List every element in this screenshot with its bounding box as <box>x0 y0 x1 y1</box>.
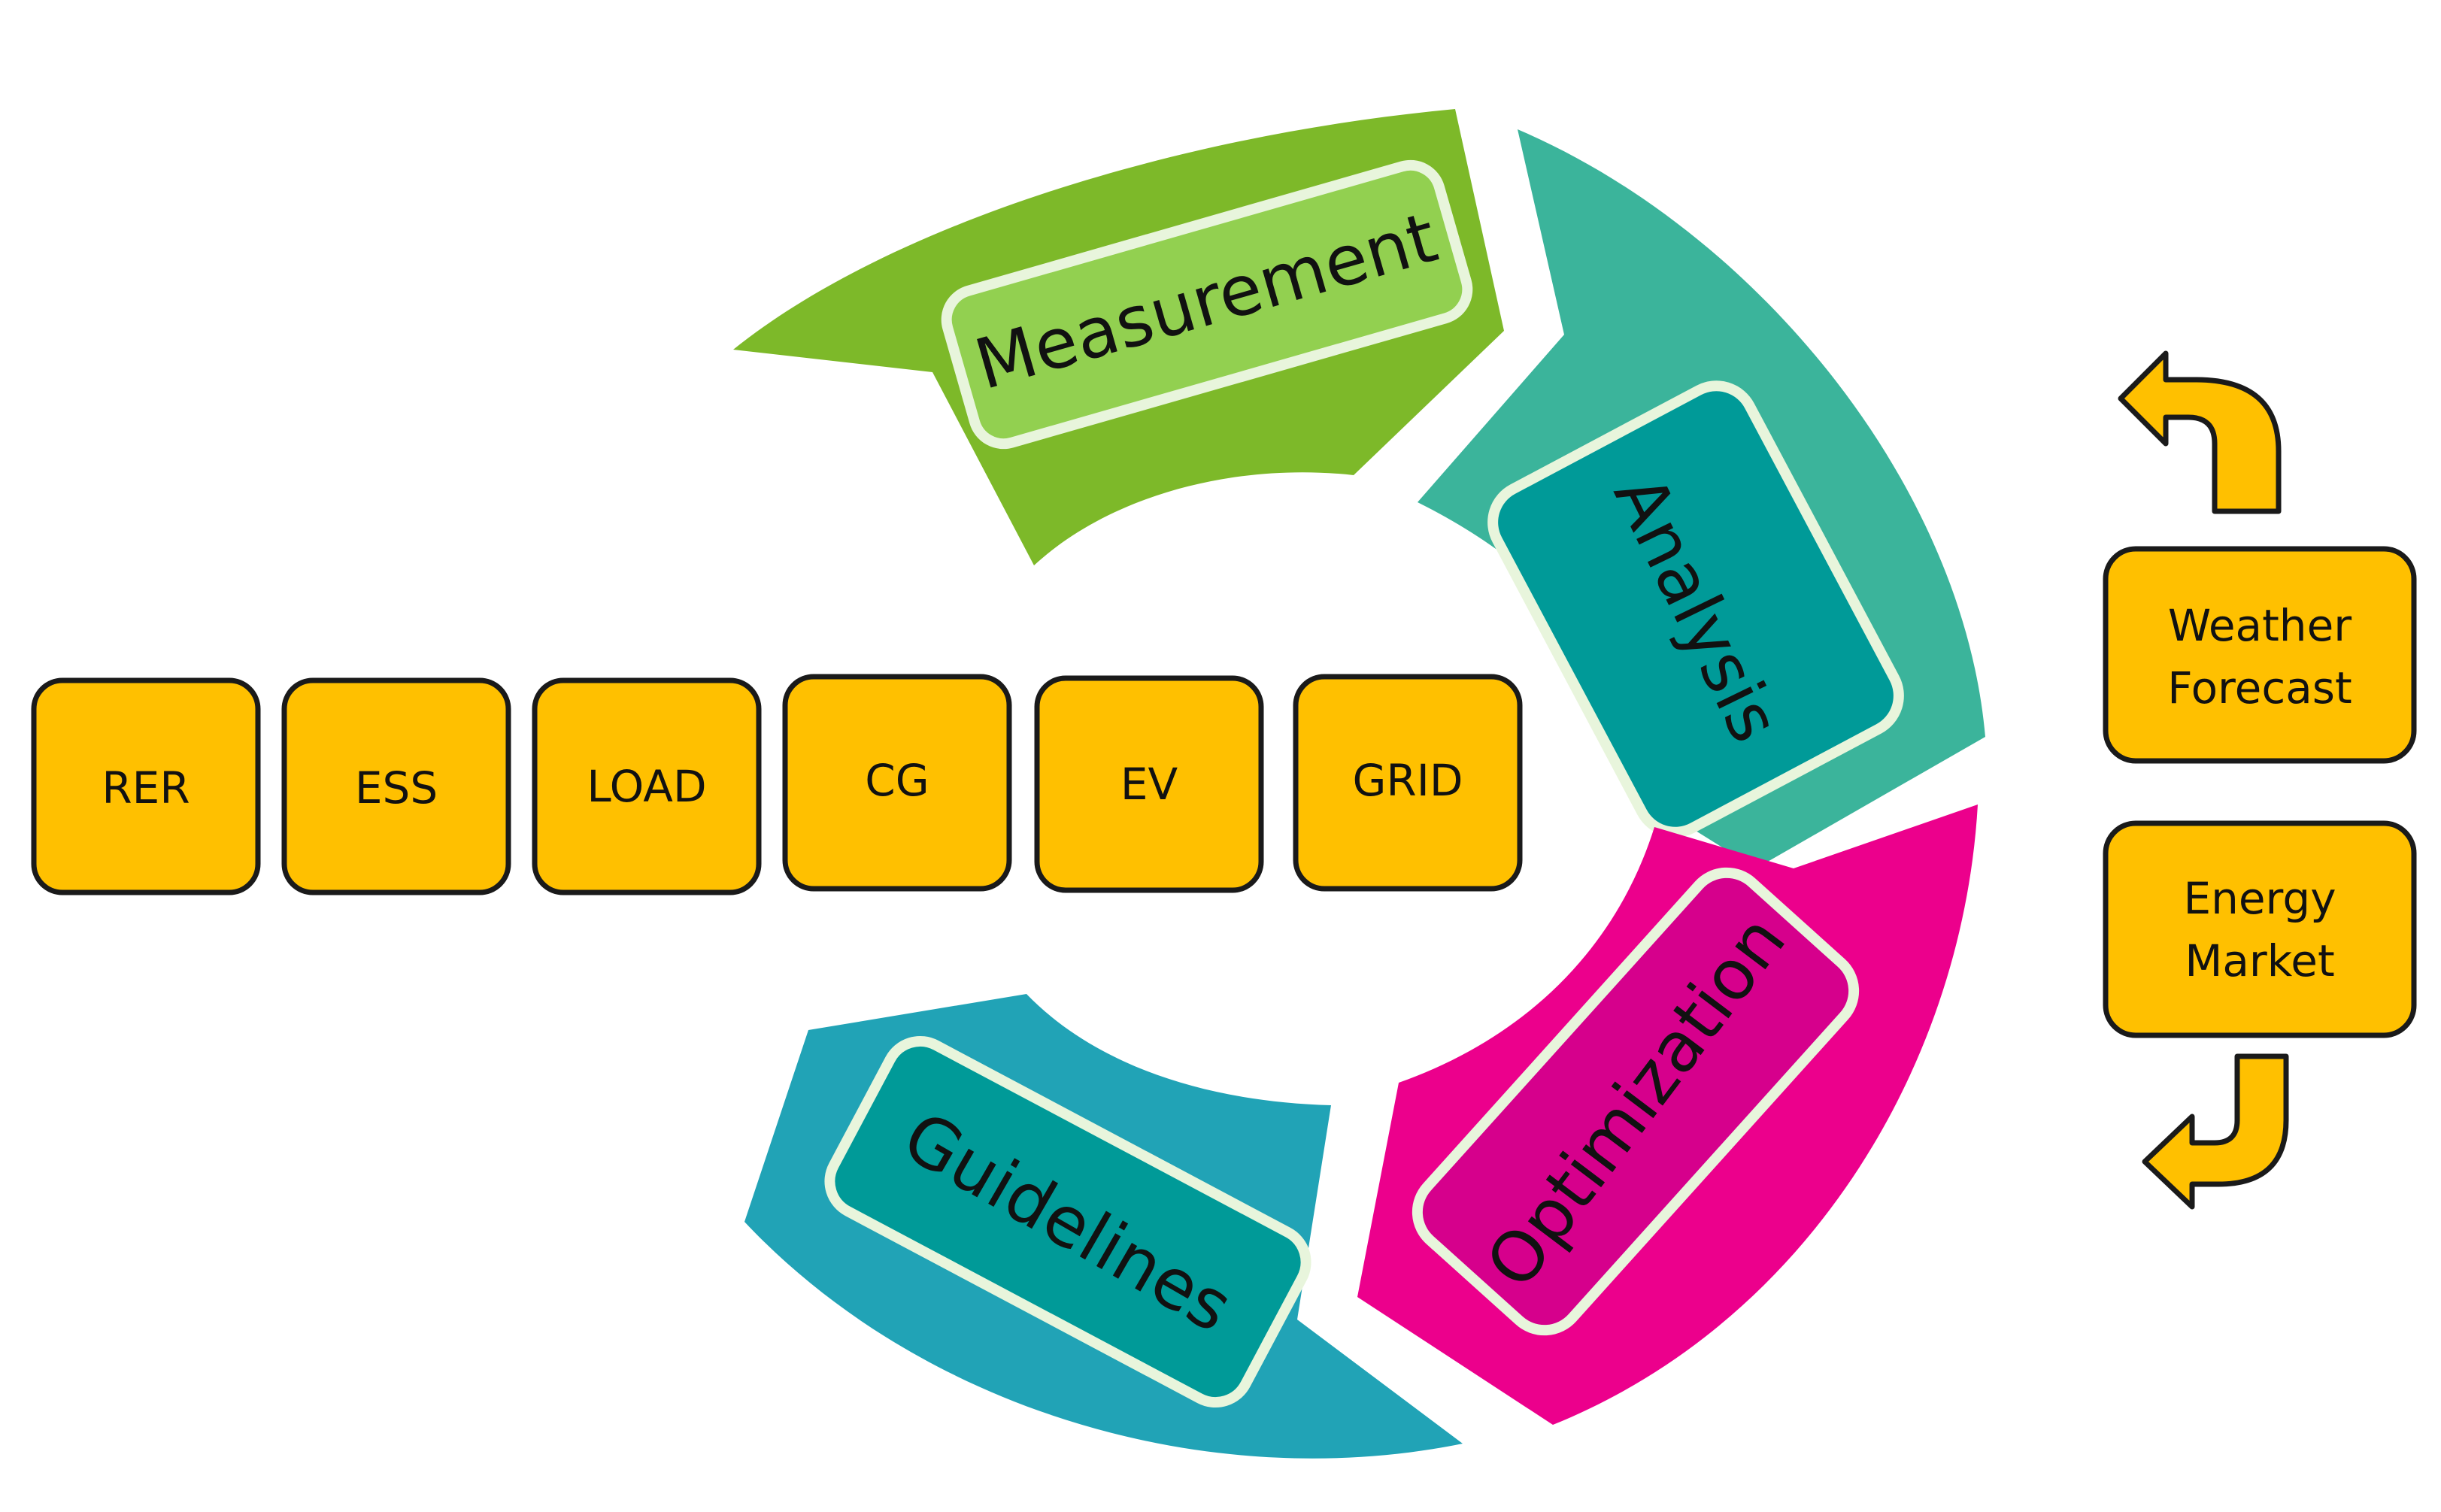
ev-box: EV <box>1034 675 1264 893</box>
guidelines-label-box <box>824 1035 1311 1408</box>
energy-market-label-line2: Market <box>2185 935 2334 986</box>
grid-label: GRID <box>1352 755 1463 806</box>
rer-label: RER <box>102 762 190 814</box>
analysis-label-box <box>1487 380 1904 838</box>
energy-market-label-line1: Energy <box>2183 873 2336 924</box>
ess-label: ESS <box>355 762 438 814</box>
analysis-segment: Analysis <box>1418 129 1985 868</box>
measurement-label-box <box>941 159 1473 450</box>
component-row: RER ESS LOAD CG EV GRID <box>31 674 1523 895</box>
bent-arrow-up-left-icon <box>2118 350 2282 514</box>
ev-label: EV <box>1120 759 1178 810</box>
ess-box: ESS <box>281 677 511 895</box>
cg-label: CG <box>865 755 929 806</box>
optimization-segment: Optimization <box>1357 804 1978 1425</box>
rer-box: RER <box>31 677 261 895</box>
load-label: LOAD <box>587 761 706 812</box>
measurement-segment: Measurement <box>733 109 1504 565</box>
load-box: LOAD <box>532 677 762 895</box>
energy-market-box: Energy Market <box>2103 820 2417 1038</box>
guidelines-segment: Guidelines <box>744 994 1463 1459</box>
bent-arrow-down-left-icon <box>2142 1053 2289 1210</box>
optimization-label-box <box>1412 867 1860 1336</box>
external-inputs: Weather Forecast Energy Market <box>2103 350 2417 1210</box>
weather-forecast-label-line2: Forecast <box>2167 662 2352 714</box>
weather-forecast-label-line1: Weather <box>2168 600 2352 651</box>
grid-box: GRID <box>1293 674 1523 892</box>
weather-forecast-box: Weather Forecast <box>2103 546 2417 764</box>
cg-box: CG <box>782 674 1012 892</box>
